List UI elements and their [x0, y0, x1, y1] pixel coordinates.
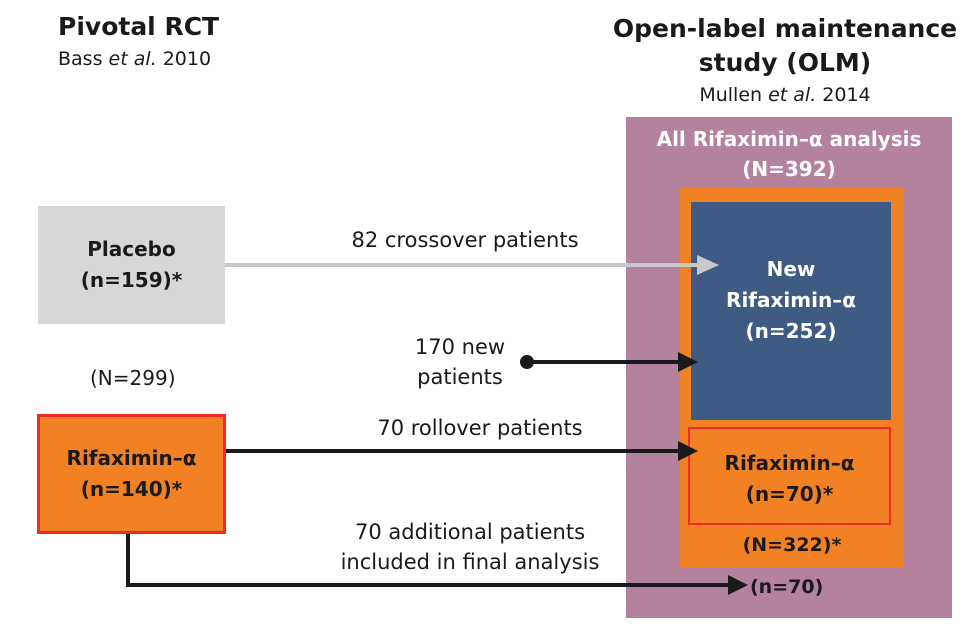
- olm-rifaximin-box: [688, 427, 891, 525]
- all-rifaximin-analysis-label: All Rifaximin–α analysis (N=392): [656, 127, 922, 181]
- rollover-label: 70 rollover patients: [377, 416, 583, 440]
- olm-n322-label: (N=322)*: [742, 534, 842, 556]
- additional-n70-label: (n=70): [750, 576, 824, 598]
- new-patients-label: 170 new patients: [414, 335, 506, 389]
- pivotal-rct-title: Pivotal RCT: [58, 12, 220, 41]
- new-rifaximin-box: [691, 202, 891, 420]
- rct-rifaximin-box: [37, 414, 226, 534]
- rct-rifaximin-label: Rifaximin–α (n=140)*: [66, 446, 197, 501]
- olm-rifaximin-label: Rifaximin–α (n=70)*: [724, 451, 855, 506]
- olm-title: Open-label maintenance study (OLM): [612, 14, 958, 77]
- new-rifaximin-label: New Rifaximin–α (n=252): [726, 257, 856, 343]
- crossover-label: 82 crossover patients: [351, 228, 579, 252]
- pivotal-rct-citation: Bass et al. 2010: [58, 48, 212, 70]
- placebo-box: [38, 206, 225, 324]
- additional-patients-arrow: [126, 534, 748, 595]
- additional-patients-label: 70 additional patients included in final…: [340, 520, 600, 574]
- rct-total-label: (N=299): [90, 366, 176, 390]
- placebo-label: Placebo (n=159)*: [80, 237, 183, 292]
- olm-citation: Mullen et al. 2014: [699, 84, 871, 106]
- crossover-arrow: [225, 255, 719, 275]
- rollover-arrow: [226, 441, 698, 461]
- new-patients-arrow: [520, 352, 698, 372]
